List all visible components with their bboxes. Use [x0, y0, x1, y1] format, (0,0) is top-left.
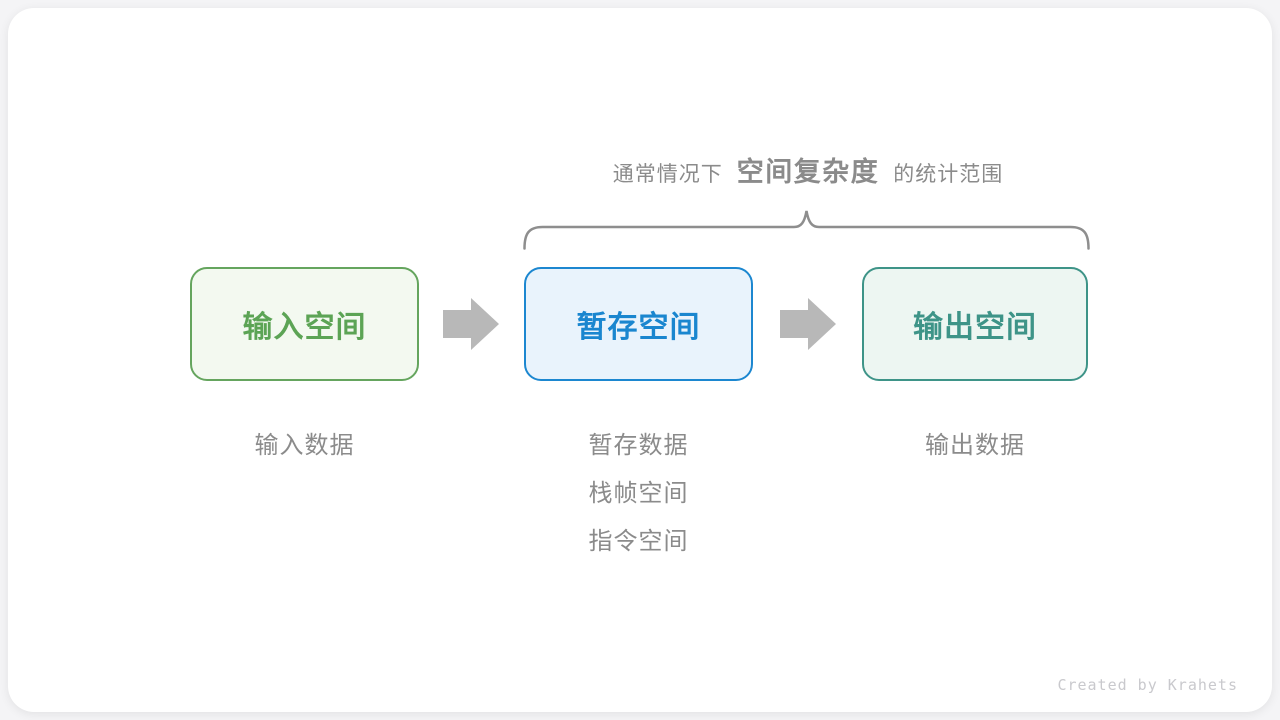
box-temp-space: 暂存空间: [524, 267, 753, 381]
diagram-card: 通常情况下 空间复杂度 的统计范围 输入空间 暂存空间 输出空间 输入数据 暂存…: [8, 8, 1272, 712]
credit-text: Created by Krahets: [1057, 676, 1238, 694]
caption-stack-frame-space: 栈帧空间: [588, 480, 689, 507]
caption-input-data: 输入数据: [254, 432, 355, 459]
right-arrow-icon: [780, 298, 836, 350]
caption-temp-data: 暂存数据: [588, 432, 689, 459]
annotation-suffix: 的统计范围: [893, 163, 1004, 186]
box-input-space-label: 输入空间: [242, 311, 367, 344]
right-arrow-icon: [443, 298, 499, 350]
caption-input-column: 输入数据: [190, 422, 419, 470]
box-temp-space-label: 暂存空间: [576, 311, 701, 344]
annotation-highlight: 空间复杂度: [736, 157, 880, 187]
caption-instruction-space: 指令空间: [588, 528, 689, 555]
overbrace-icon: [523, 210, 1090, 250]
box-output-space: 输出空间: [862, 267, 1088, 381]
caption-output-column: 输出数据: [862, 422, 1088, 470]
caption-temp-column: 暂存数据 栈帧空间 指令空间: [524, 422, 753, 566]
scope-annotation: 通常情况下 空间复杂度 的统计范围: [408, 150, 1208, 189]
annotation-prefix: 通常情况下: [612, 163, 723, 186]
box-output-space-label: 输出空间: [913, 311, 1037, 344]
box-input-space: 输入空间: [190, 267, 419, 381]
caption-output-data: 输出数据: [925, 432, 1025, 459]
